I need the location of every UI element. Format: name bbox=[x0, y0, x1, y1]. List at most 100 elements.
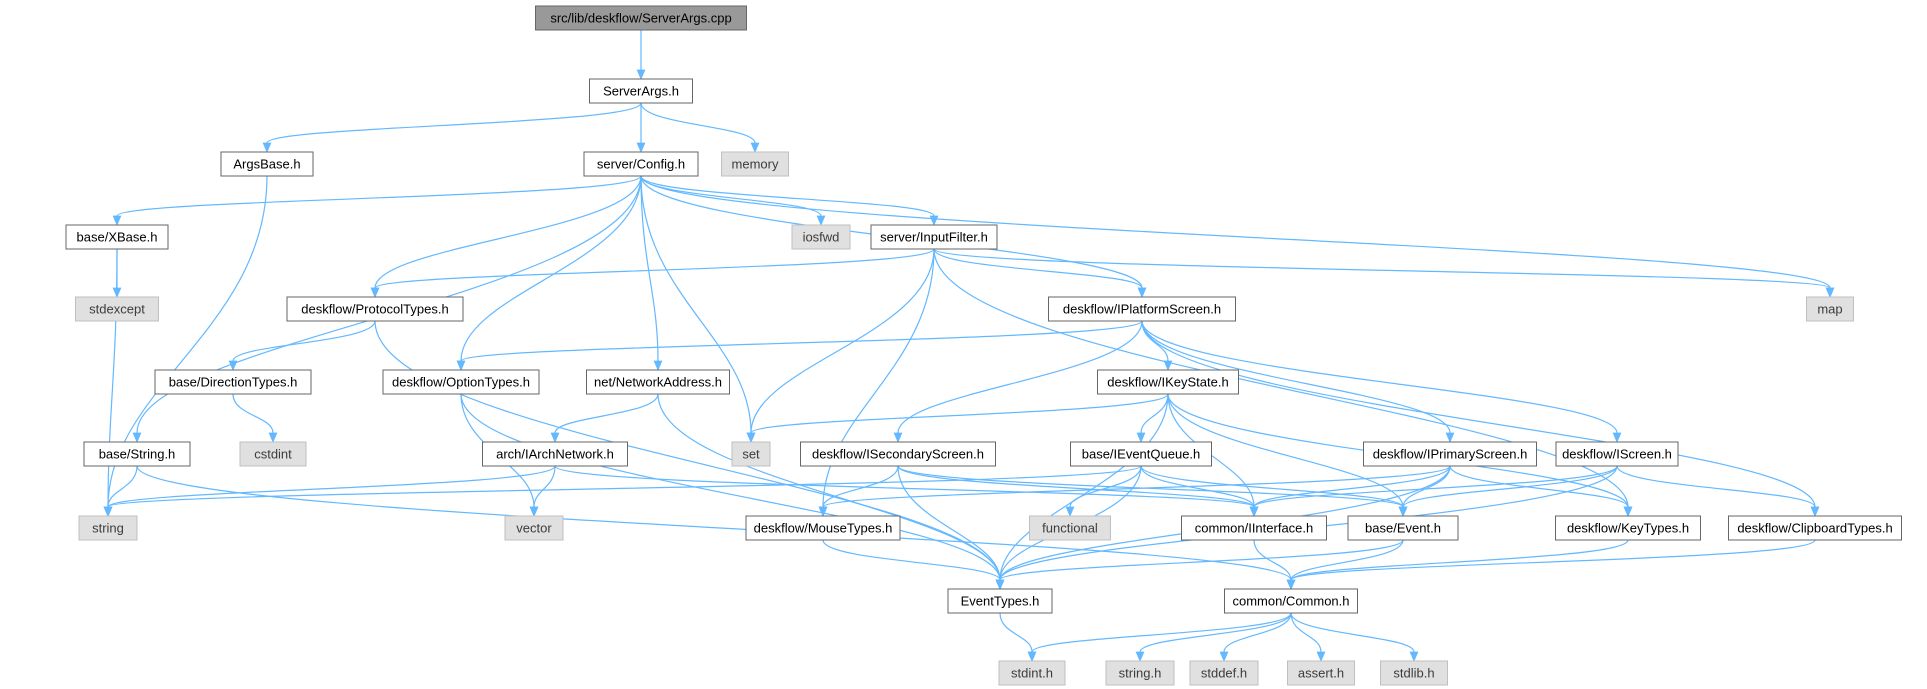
node-basestring[interactable]: base/String.h bbox=[83, 441, 191, 467]
edge-arrowhead bbox=[103, 506, 113, 518]
edge-line bbox=[657, 393, 1001, 581]
node-label: EventTypes.h bbox=[961, 594, 1040, 609]
node-label: server/InputFilter.h bbox=[880, 230, 988, 245]
node-map: map bbox=[1806, 296, 1854, 322]
node-eventtypes[interactable]: EventTypes.h bbox=[947, 588, 1053, 614]
edge-arrowhead bbox=[268, 432, 278, 444]
node-protocoltypes[interactable]: deskflow/ProtocolTypes.h bbox=[286, 296, 464, 322]
node-ikeystate[interactable]: deskflow/IKeyState.h bbox=[1097, 369, 1239, 395]
node-label: memory bbox=[732, 157, 779, 172]
edge-config-to-inputfilter bbox=[640, 175, 939, 227]
node-stdexcept: stdexcept bbox=[75, 296, 159, 322]
edge-line bbox=[460, 393, 1001, 581]
node-box bbox=[482, 441, 628, 467]
node-box bbox=[1181, 515, 1327, 541]
edge-line bbox=[1141, 320, 1816, 508]
edge-ikeystate-to-set bbox=[746, 393, 1169, 444]
node-box bbox=[947, 588, 1053, 614]
edge-iscreen-to-clipboardtypes bbox=[1616, 465, 1820, 518]
edge-line bbox=[374, 175, 642, 289]
edge-arrowhead bbox=[456, 360, 466, 372]
edge-line bbox=[640, 175, 1831, 289]
edge-line bbox=[107, 248, 118, 508]
node-label: ArgsBase.h bbox=[233, 157, 300, 172]
node-keytypes[interactable]: deskflow/KeyTypes.h bbox=[1555, 515, 1701, 541]
edge-arrowhead bbox=[262, 142, 272, 154]
node-vector: vector bbox=[504, 515, 564, 541]
node-label: base/Event.h bbox=[1365, 521, 1441, 536]
node-set: set bbox=[731, 441, 771, 467]
edge-line bbox=[822, 465, 1451, 508]
edge-line bbox=[460, 175, 642, 362]
node-label: stddef.h bbox=[1201, 666, 1247, 681]
node-iplatformscreen[interactable]: deskflow/IPlatformScreen.h bbox=[1048, 296, 1236, 322]
node-inputfilter[interactable]: server/InputFilter.h bbox=[870, 224, 998, 250]
node-iprimaryscreen[interactable]: deskflow/IPrimaryScreen.h bbox=[1363, 441, 1537, 467]
node-xbase[interactable]: base/XBase.h bbox=[65, 224, 169, 250]
node-serverargs[interactable]: ServerArgs.h bbox=[589, 78, 693, 104]
edge-line bbox=[1290, 539, 1404, 581]
node-networkaddress[interactable]: net/NetworkAddress.h bbox=[586, 369, 730, 395]
edge-line bbox=[822, 465, 899, 508]
edge-ieventqueue-to-functional bbox=[1065, 465, 1142, 518]
edge-ieventqueue-to-string bbox=[103, 465, 1142, 518]
node-label: net/NetworkAddress.h bbox=[594, 375, 722, 390]
node-event[interactable]: base/Event.h bbox=[1347, 515, 1459, 541]
node-label: deskflow/IKeyState.h bbox=[1107, 375, 1228, 390]
edge-line bbox=[1290, 539, 1816, 581]
node-iarchnetwork[interactable]: arch/IArchNetwork.h bbox=[482, 441, 628, 467]
edge-iplatformscreen-to-optiontypes bbox=[456, 320, 1143, 372]
edge-arrowhead bbox=[653, 360, 663, 372]
node-iinterface[interactable]: common/IInterface.h bbox=[1181, 515, 1327, 541]
node-label: arch/IArchNetwork.h bbox=[496, 447, 614, 462]
edge-common-to-stddef bbox=[1219, 612, 1292, 663]
node-optiontypes[interactable]: deskflow/OptionTypes.h bbox=[382, 369, 540, 395]
node-box bbox=[731, 441, 771, 467]
node-box bbox=[1380, 660, 1448, 686]
edge-line bbox=[1139, 612, 1292, 653]
node-label: string.h bbox=[1119, 666, 1162, 681]
node-label: common/Common.h bbox=[1232, 594, 1349, 609]
node-iscreen[interactable]: deskflow/IScreen.h bbox=[1555, 441, 1679, 467]
edge-arrowhead bbox=[893, 432, 903, 444]
edge-inputfilter-to-protocoltypes bbox=[370, 248, 935, 299]
node-argsbase[interactable]: ArgsBase.h bbox=[220, 151, 314, 177]
edge-networkaddress-to-eventtypes bbox=[657, 393, 1005, 591]
node-label: common/IInterface.h bbox=[1195, 521, 1314, 536]
node-common[interactable]: common/Common.h bbox=[1224, 588, 1358, 614]
node-isecondaryscreen[interactable]: deskflow/ISecondaryScreen.h bbox=[800, 441, 996, 467]
node-box bbox=[1224, 588, 1358, 614]
edge-common-to-assert bbox=[1290, 612, 1326, 663]
node-box bbox=[1728, 515, 1902, 541]
edge-line bbox=[822, 248, 935, 508]
edge-arrowhead bbox=[1027, 651, 1037, 663]
node-box bbox=[745, 515, 901, 541]
node-ieventqueue[interactable]: base/IEventQueue.h bbox=[1070, 441, 1212, 467]
node-mousetypes[interactable]: deskflow/MouseTypes.h bbox=[745, 515, 901, 541]
edge-arrowhead bbox=[1249, 506, 1259, 518]
node-box bbox=[589, 78, 693, 104]
edge-basestring-to-common bbox=[136, 465, 1296, 591]
node-directiontypes[interactable]: base/DirectionTypes.h bbox=[154, 369, 312, 395]
node-box bbox=[721, 151, 789, 177]
edge-line bbox=[107, 465, 556, 508]
edge-line bbox=[1616, 465, 1816, 508]
node-clipboardtypes[interactable]: deskflow/ClipboardTypes.h bbox=[1728, 515, 1902, 541]
edge-arrowhead bbox=[816, 215, 826, 227]
edge-arrowhead bbox=[1065, 506, 1075, 518]
node-box bbox=[154, 369, 312, 395]
edge-arrowhead bbox=[370, 287, 380, 299]
node-label: base/DirectionTypes.h bbox=[169, 375, 298, 390]
edge-keytypes-to-common bbox=[1286, 539, 1629, 591]
edge-iplatformscreen-to-clipboardtypes bbox=[1141, 320, 1820, 518]
node-box bbox=[1806, 296, 1854, 322]
edge-line bbox=[999, 612, 1033, 653]
edge-arrowhead bbox=[1810, 506, 1820, 518]
edge-line bbox=[822, 539, 1001, 581]
edge-line bbox=[640, 102, 756, 144]
edge-arrowhead bbox=[529, 506, 539, 518]
node-stddef: stddef.h bbox=[1189, 660, 1259, 686]
node-config[interactable]: server/Config.h bbox=[583, 151, 699, 177]
edge-line bbox=[107, 465, 138, 508]
